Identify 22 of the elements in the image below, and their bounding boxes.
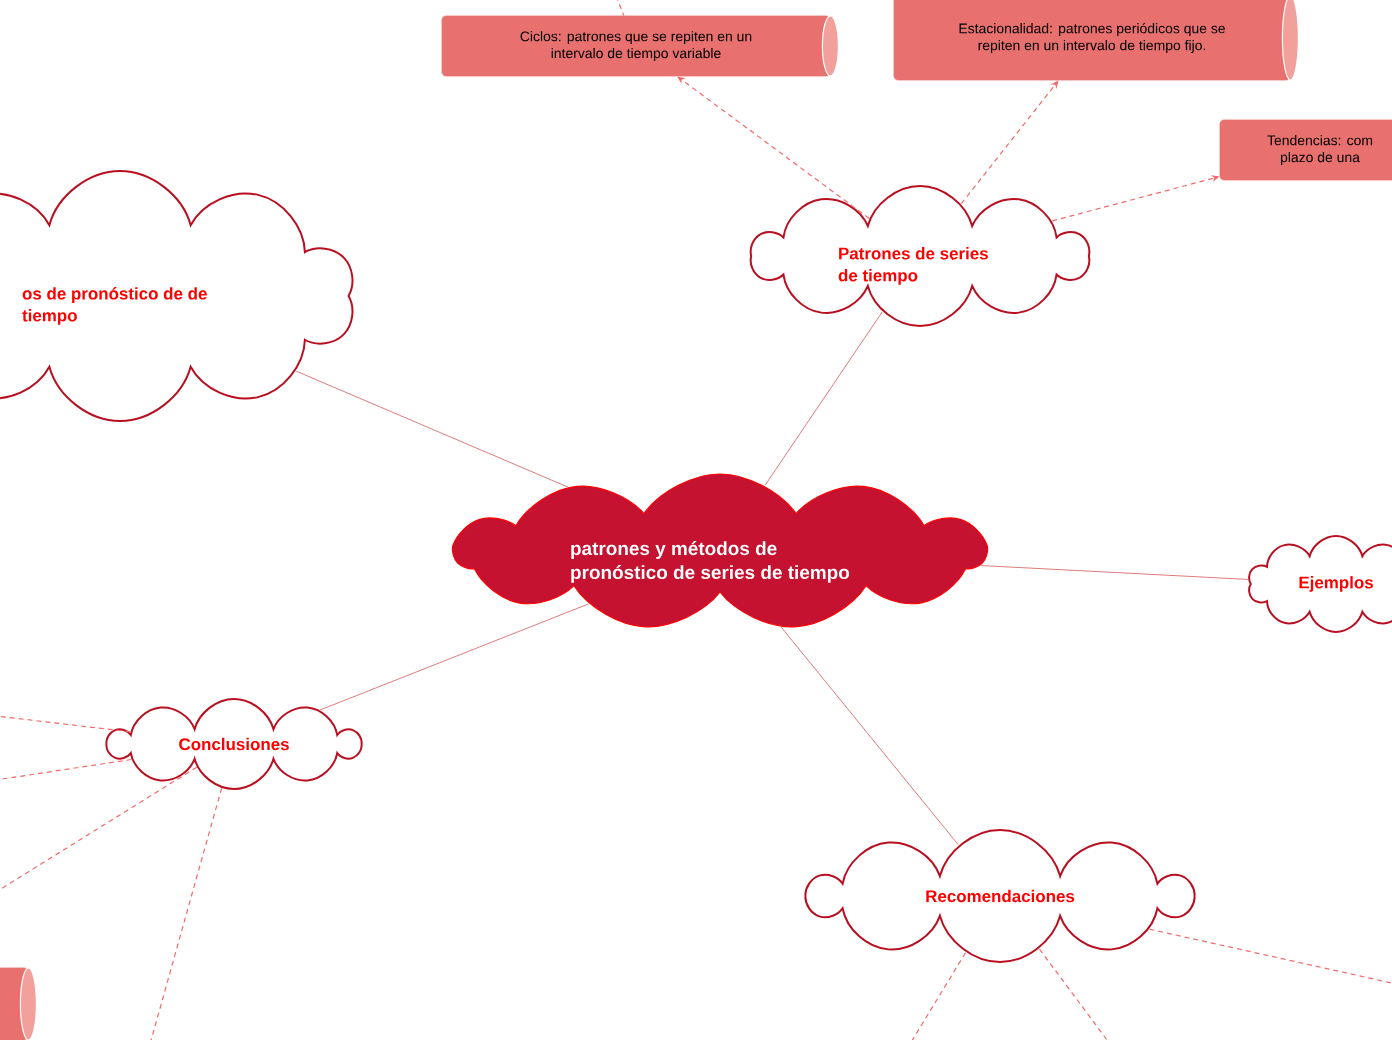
connector-line: [615, 0, 625, 17]
connector-line: [0, 758, 133, 781]
connector-line: [677, 76, 870, 220]
connector-line: [0, 715, 132, 733]
branch-line: [295, 370, 569, 488]
cylinder-box: [0, 967, 37, 1040]
topic-cloud: Conclusiones: [105, 698, 363, 790]
connector-line: [1148, 928, 1392, 985]
connector-line: [1038, 948, 1111, 1040]
connector-line: [909, 952, 967, 1040]
topic-cloud: Ejemplos: [1248, 535, 1392, 633]
branch-line: [319, 603, 590, 711]
branch-line: [764, 311, 883, 486]
connector-line: [149, 787, 223, 1040]
topic-cloud: os de pronóstico de de tiempo: [0, 170, 354, 422]
branch-line: [780, 626, 959, 846]
connector-line: [960, 80, 1059, 205]
topic-cloud: Patrones de series de tiempo: [749, 185, 1091, 327]
topic-cloud: Recomendaciones: [804, 829, 1196, 963]
central-cloud: patrones y métodos de pronóstico de series de tiempo: [451, 473, 989, 628]
connector-line: [0, 766, 198, 893]
branch-line: [979, 565, 1249, 580]
